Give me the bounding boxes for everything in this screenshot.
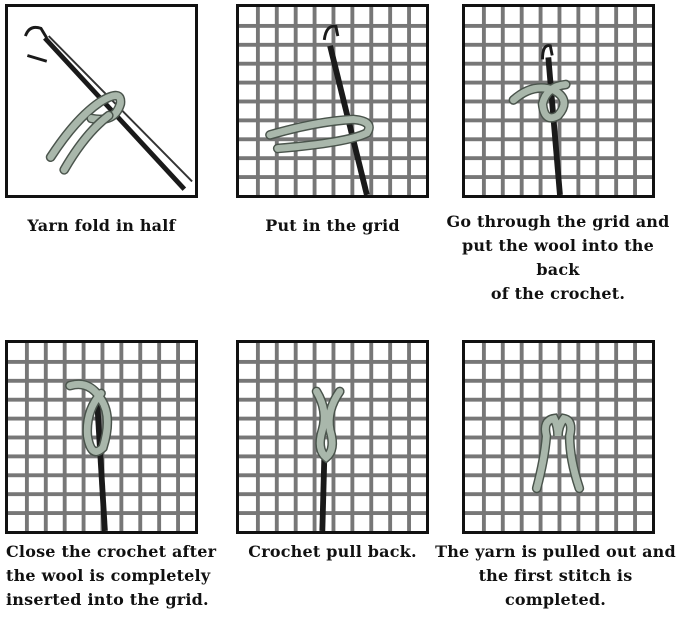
grid-bar: [407, 7, 411, 195]
grid-bar: [407, 343, 411, 531]
yarn-icon: [45, 90, 126, 175]
step-1-illustration: [24, 25, 193, 191]
latch-hook-icon: [94, 400, 108, 531]
step-4-panel: [5, 340, 198, 534]
caption-line: Go through the grid and: [446, 212, 670, 231]
caption-line: Close the crochet after: [6, 542, 217, 561]
step-5-panel: [236, 340, 429, 534]
yarn-icon: [508, 79, 571, 123]
step-2-caption: Put in the grid: [236, 214, 429, 238]
grid-bar: [239, 511, 426, 515]
caption-line: Crochet pull back.: [248, 542, 417, 561]
step-5-illustration: [239, 343, 426, 531]
grid-bar: [388, 343, 393, 531]
caption-line: Yarn fold in half: [27, 216, 176, 235]
grid-bar: [465, 137, 652, 142]
grid-bar: [239, 99, 426, 104]
caption-line: the wool is completely: [6, 566, 211, 585]
step-6-caption: The yarn is pulled out and the first sti…: [432, 540, 679, 612]
caption-line: the first stitch is completed.: [478, 566, 633, 609]
grid-bar: [157, 343, 162, 531]
caption-line: inserted into the grid.: [6, 590, 209, 609]
grid-bar: [614, 7, 619, 195]
grid-bar: [369, 7, 374, 195]
grid-bar: [465, 492, 652, 497]
grid-bar: [465, 473, 652, 478]
grid-bar: [369, 343, 374, 531]
yarn-icon: [311, 386, 345, 464]
grid-bar: [633, 7, 637, 195]
grid-bar: [176, 343, 180, 531]
grid-bar: [614, 343, 619, 531]
grid-bar: [576, 7, 581, 195]
grid-bar: [388, 7, 393, 195]
latch-hook-icon: [541, 44, 563, 195]
grid-bar: [239, 473, 426, 478]
step-2-panel: [236, 4, 429, 198]
canvas-grid-icon: [239, 7, 426, 195]
caption-line: put the wool into the back: [461, 236, 655, 279]
step-6-panel: [462, 340, 655, 534]
grid-bar: [465, 99, 652, 104]
caption-line: Put in the grid: [265, 216, 400, 235]
step-3-panel: [462, 4, 655, 198]
grid-bar: [595, 343, 600, 531]
grid-bar: [138, 343, 143, 531]
latch-hook-icon: [322, 24, 370, 195]
step-3-illustration: [465, 7, 652, 195]
yarn-icon: [265, 114, 374, 154]
grid-bar: [119, 343, 124, 531]
grid-bar: [239, 156, 426, 161]
step-2-illustration: [239, 7, 426, 195]
step-5-caption: Crochet pull back.: [236, 540, 429, 564]
grid-bar: [633, 343, 637, 531]
grid-bar: [350, 7, 355, 195]
step-3-caption: Go through the grid and put the wool int…: [438, 210, 678, 306]
caption-line: The yarn is pulled out and: [435, 542, 676, 561]
latch-hook-icon: [319, 459, 328, 531]
grid-bar: [465, 511, 652, 515]
grid-bar: [239, 175, 426, 179]
grid-bar: [576, 343, 581, 531]
step-4-illustration: [8, 343, 195, 531]
latch-hook-icon: [24, 25, 193, 191]
grid-bar: [350, 343, 355, 531]
canvas-grid-icon: [465, 343, 652, 531]
grid-bar: [465, 435, 652, 440]
step-6-illustration: [465, 343, 652, 531]
step-4-caption: Close the crochet after the wool is comp…: [6, 540, 231, 612]
grid-bar: [595, 7, 600, 195]
step-1-panel: [5, 4, 198, 198]
step-1-caption: Yarn fold in half: [5, 214, 198, 238]
caption-line: of the crochet.: [490, 284, 626, 303]
grid-bar: [465, 454, 652, 459]
grid-bar: [239, 492, 426, 497]
yarn-icon: [65, 379, 113, 457]
